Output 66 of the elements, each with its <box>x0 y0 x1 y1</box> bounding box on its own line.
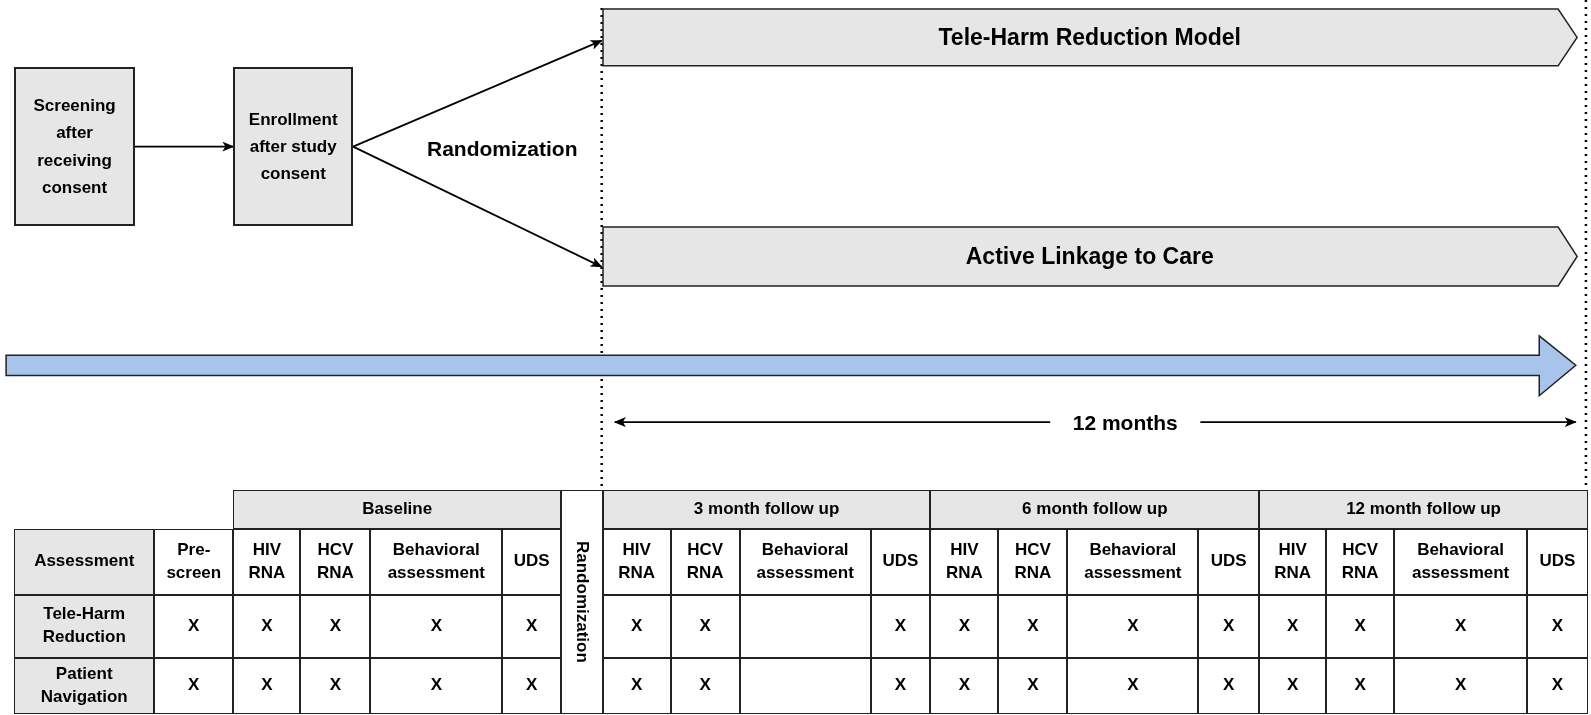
dimension-label: 12 months <box>1071 410 1179 437</box>
table-cell: X <box>300 594 371 658</box>
table-cell: X <box>1394 657 1528 715</box>
column-header: 12 month follow up <box>1259 490 1588 529</box>
arm-banner: Active Linkage to Care <box>601 226 1578 288</box>
column-header: UDS <box>1527 528 1588 595</box>
process-box: Enrollment after study consent <box>233 66 354 227</box>
column-header: HCV RNA <box>300 528 371 595</box>
row-header: Tele-Harm Reduction <box>14 594 155 658</box>
column-header: HCV RNA <box>1326 528 1395 595</box>
table-cell: X <box>1067 594 1199 658</box>
table-cell: X <box>602 594 671 658</box>
table-cell: X <box>998 657 1068 715</box>
table-cell: X <box>930 594 999 658</box>
table-cell: X <box>670 594 740 658</box>
column-header: HIV RNA <box>602 528 671 595</box>
arm-banner: Tele-Harm Reduction Model <box>601 8 1578 67</box>
column-header: UDS <box>1198 528 1260 595</box>
column-header: HIV RNA <box>233 528 301 595</box>
column-header: Behavioral assessment <box>1394 528 1528 595</box>
table-cell: X <box>870 594 931 658</box>
column-header: 3 month follow up <box>602 490 931 529</box>
arrow <box>352 145 603 268</box>
table-cell: X <box>870 657 931 715</box>
column-header: Baseline <box>233 490 562 529</box>
table-cell: X <box>998 594 1068 658</box>
column-header: HIV RNA <box>930 528 999 595</box>
process-box: Screening after receiving consent <box>14 66 135 227</box>
column-header: Behavioral assessment <box>739 528 871 595</box>
column-header: HIV RNA <box>1259 528 1327 595</box>
table-cell: X <box>1198 594 1260 658</box>
table-cell: X <box>1527 657 1588 715</box>
table-cell: X <box>154 594 234 658</box>
column-header: HCV RNA <box>998 528 1068 595</box>
column-header: Pre-screen <box>154 528 234 595</box>
table-cell: X <box>1326 594 1395 658</box>
column-header: 6 month follow up <box>930 490 1260 529</box>
column-header: Behavioral assessment <box>1067 528 1199 595</box>
table-cell: X <box>370 657 503 715</box>
arrow <box>352 39 603 148</box>
table-cell: X <box>1198 657 1260 715</box>
table-cell: X <box>300 657 371 715</box>
table-cell: X <box>930 657 999 715</box>
table-cell: X <box>233 657 301 715</box>
row-header: Patient Navigation <box>14 657 155 715</box>
column-header: UDS <box>870 528 931 595</box>
table-cell: X <box>502 657 562 715</box>
column-header: Behavioral assessment <box>370 528 503 595</box>
table-cell: X <box>1259 657 1327 715</box>
flow-label: Randomization <box>426 136 579 163</box>
table-cell: X <box>1527 594 1588 658</box>
column-header: HCV RNA <box>670 528 740 595</box>
column-header: Assessment <box>14 528 155 595</box>
table-cell: X <box>370 594 503 658</box>
column-header: Randomization <box>561 490 603 715</box>
table-cell: X <box>602 657 671 715</box>
table-cell: X <box>1326 657 1395 715</box>
table-cell: X <box>154 657 234 715</box>
table-cell: X <box>1067 657 1199 715</box>
table-cell: X <box>233 594 301 658</box>
table-cell: X <box>502 594 562 658</box>
table-cell: X <box>1259 594 1327 658</box>
table-cell: X <box>670 657 740 715</box>
table-cell: X <box>1394 594 1528 658</box>
arrow <box>134 141 235 152</box>
column-header: UDS <box>502 528 562 595</box>
